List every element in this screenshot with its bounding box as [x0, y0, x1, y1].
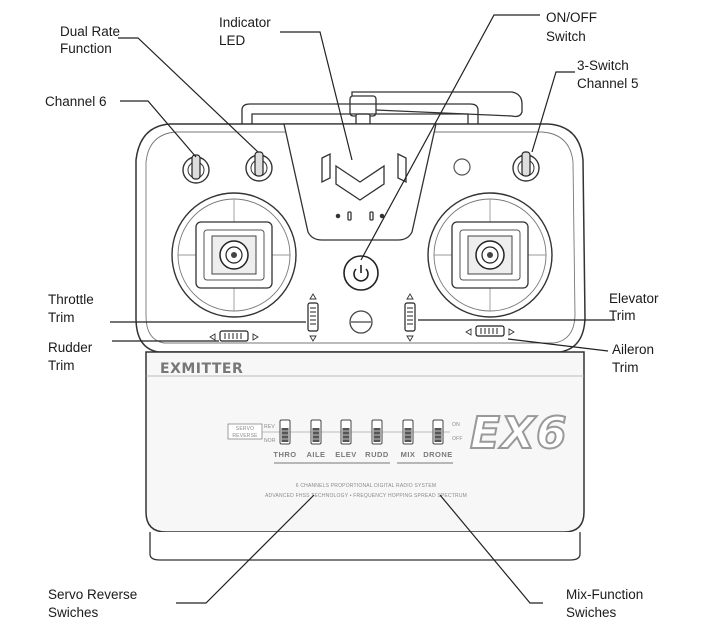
svg-text:Elevator: Elevator [609, 291, 659, 306]
on-label: ON [452, 422, 460, 428]
dip-switch-elev[interactable]: ELEV [335, 419, 357, 459]
svg-text:Trim: Trim [48, 310, 75, 325]
svg-text:Trim: Trim [48, 358, 75, 373]
svg-text:REVERSE: REVERSE [232, 433, 258, 439]
right-stick-gimbal[interactable] [427, 192, 553, 318]
svg-text:Trim: Trim [612, 360, 639, 375]
callout-servo-reverse: Servo Reverse Swiches [48, 587, 137, 620]
svg-text:SERVO: SERVO [236, 426, 254, 432]
callout-indicator-led: Indicator LED [219, 15, 271, 48]
dip-switch-aile[interactable]: AILE [306, 419, 325, 459]
callout-throttle-trim: Throttle Trim [48, 292, 94, 325]
dip-switch-label-rudd: RUDD [365, 450, 389, 459]
svg-text:Swiches: Swiches [48, 605, 99, 620]
dual-rate-switch[interactable] [245, 151, 273, 182]
leader-lines [110, 14, 615, 604]
svg-text:Channel 5: Channel 5 [577, 76, 639, 91]
dip-switch-label-thro: THRO [273, 450, 296, 459]
dip-switch-label-aile: AILE [306, 450, 325, 459]
footer-line-1: 6 CHANNELS PROPORTIONAL DIGITAL RADIO SY… [296, 483, 437, 489]
carry-handle [241, 103, 479, 126]
aileron-trim[interactable] [465, 325, 515, 337]
callout-dual-rate: Dual Rate Function [60, 24, 120, 56]
rudder-trim[interactable] [209, 330, 259, 342]
svg-text:Swiches: Swiches [566, 605, 617, 620]
svg-text:Throttle: Throttle [48, 292, 94, 307]
svg-text:Dual Rate: Dual Rate [60, 24, 120, 39]
dip-switch-mix[interactable]: MIX [401, 419, 416, 459]
rev-label: REV [264, 424, 275, 430]
svg-text:3-Switch: 3-Switch [577, 58, 629, 73]
svg-text:ON/OFF: ON/OFF [546, 10, 597, 25]
callout-three-switch: 3-Switch Channel 5 [577, 58, 639, 91]
svg-text:Indicator: Indicator [219, 15, 271, 30]
svg-text:Function: Function [60, 41, 112, 56]
svg-text:Trim: Trim [609, 308, 636, 323]
nor-label: NOR [264, 438, 276, 444]
svg-text:Mix-Function: Mix-Function [566, 587, 643, 602]
callout-mix-function: Mix-Function Swiches [566, 587, 643, 620]
svg-text:Aileron: Aileron [612, 342, 654, 357]
off-label: OFF [452, 436, 463, 442]
dip-switch-label-drone: DRONE [423, 450, 453, 459]
svg-text:Servo Reverse: Servo Reverse [48, 587, 137, 602]
callout-aileron-trim: Aileron Trim [612, 342, 654, 375]
svg-text:Channel 6: Channel 6 [45, 94, 107, 109]
dip-switch-label-mix: MIX [401, 450, 416, 459]
dip-switch-drone[interactable]: DRONE [423, 419, 453, 459]
status-hole [453, 158, 471, 176]
svg-text:LED: LED [219, 33, 246, 48]
left-stick-gimbal[interactable] [171, 192, 297, 318]
model-logo: EX6 [470, 408, 568, 459]
indicator-led [321, 152, 407, 221]
callout-elevator-trim: Elevator Trim [609, 291, 659, 323]
dip-switch-thro[interactable]: THRO [273, 419, 296, 459]
svg-text:Rudder: Rudder [48, 340, 93, 355]
callout-on-off: ON/OFF Switch [546, 10, 597, 44]
power-button[interactable] [343, 255, 379, 291]
svg-text:Switch: Switch [546, 29, 586, 44]
elevator-trim[interactable] [404, 293, 416, 342]
dip-switch-group: THRO AILE ELEV RUDD MIX DRONE [273, 419, 453, 464]
dip-switch-rudd[interactable]: RUDD [365, 419, 389, 459]
callout-channel-6: Channel 6 [45, 94, 107, 109]
callout-rudder-trim: Rudder Trim [48, 340, 93, 373]
footer-line-2: ADVANCED FHSS TECHNOLOGY • FREQUENCY HOP… [265, 493, 467, 499]
brand-logo: EXMITTER [160, 361, 243, 377]
servo-reverse-tag: SERVO REVERSE [227, 423, 263, 440]
center-cap [349, 310, 373, 334]
channel-6-switch[interactable] [182, 154, 210, 184]
dip-switch-label-elev: ELEV [335, 450, 357, 459]
throttle-trim[interactable] [307, 293, 319, 342]
three-position-switch[interactable] [512, 151, 540, 182]
